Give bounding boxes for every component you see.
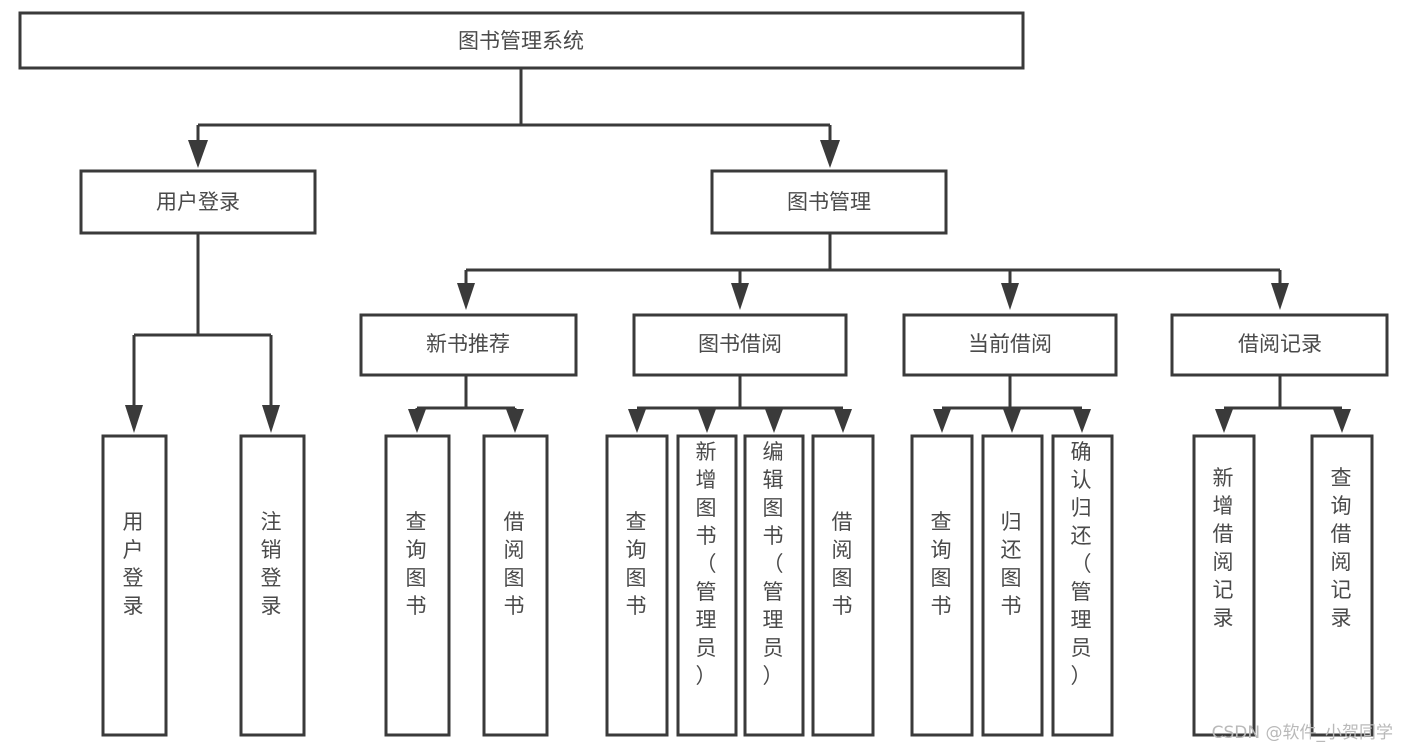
- leaf-borrow-book-2-box: [811, 434, 875, 737]
- node-current-borrow[interactable]: 当前借阅: [902, 313, 1118, 377]
- node-new-book-rec-box: [359, 313, 578, 377]
- leaf-query-book-3-box: [910, 434, 974, 737]
- leaf-add-record-label: 新增借阅记录: [1213, 466, 1236, 630]
- arrowhead-leaf-borrow-book-2: [834, 409, 852, 433]
- arrowhead-leaf-query-book-2: [628, 409, 646, 433]
- leaf-query-book-2-box: [605, 434, 669, 737]
- leaf-edit-book[interactable]: 编辑图书（管理员）: [743, 434, 805, 737]
- leaf-add-record[interactable]: 新增借阅记录: [1192, 434, 1256, 737]
- leaf-query-book-1[interactable]: 查询图书: [384, 434, 451, 737]
- node-root-label: 图书管理系统: [458, 29, 584, 53]
- arrowhead-book-manage: [820, 140, 840, 168]
- node-book-borrow-label: 图书借阅: [698, 332, 782, 356]
- arrowhead-leaf-confirm-return: [1073, 409, 1091, 433]
- arrowhead-leaf-edit-book: [765, 409, 783, 433]
- leaf-add-record-box: [1192, 434, 1256, 737]
- arrowhead-leaf-logout: [262, 405, 280, 433]
- leaf-logout-label: 注销登录: [261, 510, 284, 618]
- node-current-borrow-box: [902, 313, 1118, 377]
- node-new-book-rec[interactable]: 新书推荐: [359, 313, 578, 377]
- leaf-user-login[interactable]: 用户登录: [101, 434, 168, 737]
- node-book-manage-label: 图书管理: [787, 190, 871, 214]
- leaf-query-book-3[interactable]: 查询图书: [910, 434, 974, 737]
- leaf-logout-box: [239, 434, 306, 737]
- arrowhead-leaf-query-book-3: [933, 409, 951, 433]
- arrowhead-book-borrow: [731, 283, 749, 310]
- leaf-edit-book-label: 编辑图书（管理员）: [763, 440, 786, 688]
- arrowhead-leaf-add-book: [698, 409, 716, 433]
- node-borrow-record[interactable]: 借阅记录: [1170, 313, 1389, 377]
- node-borrow-record-box: [1170, 313, 1389, 377]
- leaf-confirm-return[interactable]: 确认归还（管理员）: [1051, 434, 1114, 737]
- leaf-logout[interactable]: 注销登录: [239, 434, 306, 737]
- arrowhead-current-borrow: [1001, 283, 1019, 310]
- leaf-query-record-label: 查询借阅记录: [1331, 466, 1354, 630]
- arrowhead-leaf-return-book: [1003, 409, 1021, 433]
- node-user-login-label: 用户登录: [156, 190, 240, 214]
- leaf-query-book-2-label: 查询图书: [626, 510, 649, 618]
- node-user-login-box: [79, 169, 317, 235]
- arrowhead-leaf-query-book-1: [408, 409, 426, 433]
- node-root-box: [18, 11, 1025, 70]
- node-book-borrow[interactable]: 图书借阅: [632, 313, 848, 377]
- leaf-query-book-1-box: [384, 434, 451, 737]
- leaf-return-book[interactable]: 归还图书: [981, 434, 1044, 737]
- leaf-confirm-return-box: [1051, 434, 1114, 737]
- leaf-borrow-book-2[interactable]: 借阅图书: [811, 434, 875, 737]
- leaf-return-book-box: [981, 434, 1044, 737]
- arrowhead-leaf-borrow-book-1: [506, 409, 524, 433]
- leaf-edit-book-box: [743, 434, 805, 737]
- connector-layer: [125, 68, 1351, 433]
- arrowhead-leaf-add-record: [1215, 409, 1233, 433]
- leaf-query-record-box: [1310, 434, 1374, 737]
- leaf-query-book-3-label: 查询图书: [931, 510, 954, 618]
- leaf-borrow-book-2-label: 借阅图书: [832, 510, 855, 618]
- arrowhead-leaf-query-record: [1333, 409, 1351, 433]
- arrowhead-borrow-record: [1271, 283, 1289, 310]
- leaf-return-book-label: 归还图书: [1001, 510, 1024, 618]
- arrowhead-user-login: [188, 140, 208, 168]
- leaf-borrow-book-1-label: 借阅图书: [504, 510, 527, 618]
- node-book-borrow-box: [632, 313, 848, 377]
- leaf-user-login-box: [101, 434, 168, 737]
- node-user-login[interactable]: 用户登录: [79, 169, 317, 235]
- node-borrow-record-label: 借阅记录: [1238, 332, 1322, 356]
- leaf-query-book-1-label: 查询图书: [406, 510, 429, 618]
- arrowhead-leaf-user-login: [125, 405, 143, 433]
- node-new-book-rec-label: 新书推荐: [426, 332, 510, 356]
- node-current-borrow-label: 当前借阅: [968, 332, 1052, 356]
- leaf-add-book[interactable]: 新增图书（管理员）: [676, 434, 738, 737]
- node-book-manage[interactable]: 图书管理: [710, 169, 948, 235]
- arrowhead-new-book-rec: [457, 283, 475, 310]
- node-book-manage-box: [710, 169, 948, 235]
- leaf-confirm-return-label: 确认归还（管理员）: [1071, 440, 1094, 688]
- leaf-add-book-box: [676, 434, 738, 737]
- leaf-user-login-label: 用户登录: [123, 510, 146, 618]
- leaf-query-record[interactable]: 查询借阅记录: [1310, 434, 1374, 737]
- leaf-borrow-book-1-box: [482, 434, 549, 737]
- leaf-borrow-book-1[interactable]: 借阅图书: [482, 434, 549, 737]
- leaf-query-book-2[interactable]: 查询图书: [605, 434, 669, 737]
- node-root[interactable]: 图书管理系统: [18, 11, 1025, 70]
- leaf-add-book-label: 新增图书（管理员）: [696, 440, 719, 688]
